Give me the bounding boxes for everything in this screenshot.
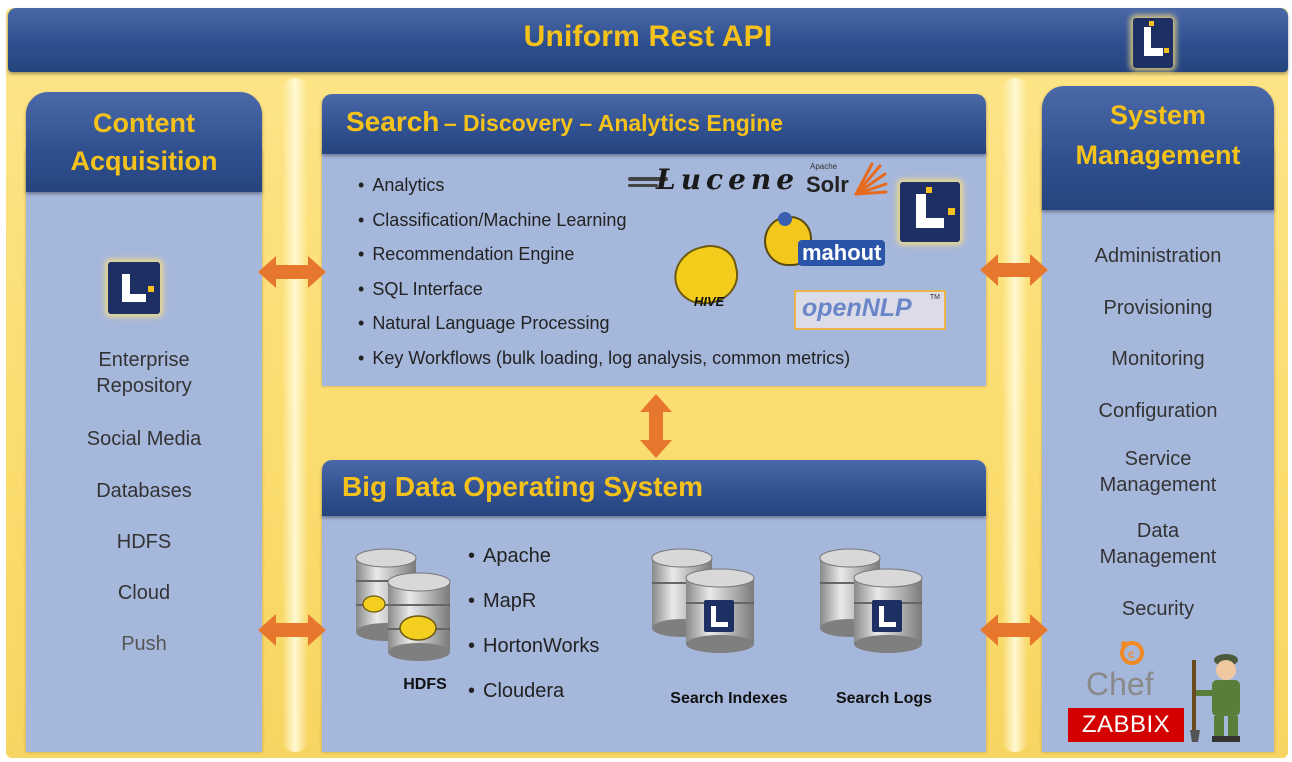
bidirectional-arrow-icon: [258, 256, 326, 288]
big-data-os-header: Big Data Operating System: [322, 460, 986, 516]
sysmgmt-item-service-management: Service Management: [1099, 448, 1217, 496]
system-management-title-line2: Management: [1075, 140, 1241, 170]
search-engine-title-rest: – Discovery – Analytics Engine: [443, 110, 784, 136]
lucene-logo-text: Lucene: [656, 163, 800, 196]
hive-logo: HIVE: [668, 239, 744, 314]
vertical-bidirectional-arrow-icon: [640, 394, 672, 458]
search-logs-caption: Search Logs: [835, 690, 933, 707]
system-management-title-line1: System: [1109, 100, 1207, 130]
system-management-panel: [1042, 150, 1274, 752]
sysmgmt-item-security: Security: [1121, 598, 1195, 620]
content-item-databases: Databases: [96, 480, 192, 502]
ops-character-icon: [1190, 654, 1240, 742]
header-title: Uniform Rest API: [523, 20, 773, 53]
bidirectional-arrow-icon: [980, 614, 1048, 646]
bidirectional-arrow-icon: [980, 254, 1048, 286]
content-item-enterprise-repository: Enterprise Repository: [96, 349, 192, 397]
search-engine-header: Search – Discovery – Analytics Engine: [322, 94, 986, 154]
hdfs-caption: HDFS: [403, 676, 447, 693]
sysmgmt-item-monitoring: Monitoring: [1111, 348, 1205, 370]
mahout-rider-icon: [778, 212, 792, 226]
solr-sun-icon: [854, 162, 888, 196]
content-acquisition-title-line2: Acquisition: [70, 146, 218, 176]
sysmgmt-item-data-management: Data Management: [1099, 520, 1217, 568]
search-logs-database-icon: [819, 548, 923, 653]
search-indexes-database-icon: [651, 548, 755, 653]
search-engine-title-main: Search: [346, 106, 440, 137]
lucene-logo: Lucene: [628, 163, 794, 196]
search-engine-feature-list: Analytics Classification/Machine Learnin…: [358, 168, 850, 375]
big-data-os-title: Big Data Operating System: [342, 471, 703, 502]
opennlp-logo-text: openNLP: [802, 294, 912, 322]
sysmgmt-item-configuration: Configuration: [1098, 400, 1218, 422]
content-item-social-media: Social Media: [86, 428, 202, 450]
solr-logo-text: Solr: [806, 172, 849, 197]
distribution-list: Apache MapR HortonWorks Cloudera: [468, 534, 599, 714]
list-item: Natural Language Processing: [358, 306, 850, 341]
zabbix-logo: ZABBIX: [1068, 708, 1184, 742]
solr-logo: Apache Solr: [806, 160, 888, 204]
hive-logo-text: HIVE: [694, 294, 725, 309]
opennlp-tm-text: TM: [929, 294, 940, 301]
content-acquisition-panel: [26, 150, 262, 752]
list-item: SQL Interface: [358, 272, 850, 307]
list-item: Cloudera: [468, 669, 599, 714]
list-item: MapR: [468, 579, 599, 624]
content-item-hdfs: HDFS: [116, 531, 172, 553]
chef-c-icon: c: [1120, 641, 1144, 665]
search-indexes-caption: Search Indexes: [670, 690, 788, 707]
bidirectional-arrow-icon: [258, 614, 326, 646]
content-item-cloud: Cloud: [117, 582, 171, 604]
chef-logo: c Chef: [1086, 638, 1176, 702]
hdfs-database-icon: [355, 548, 451, 661]
platform-logo-icon: [108, 262, 160, 314]
list-item: Classification/Machine Learning: [358, 203, 850, 238]
uniform-rest-api-bar: Uniform Rest API: [8, 8, 1288, 72]
platform-logo-icon: [1133, 18, 1173, 68]
list-item: Recommendation Engine: [358, 237, 850, 272]
zabbix-logo-text: ZABBIX: [1081, 711, 1171, 738]
content-acquisition-header: Content Acquisition: [26, 92, 262, 192]
sysmgmt-item-provisioning: Provisioning: [1103, 297, 1213, 319]
glow-divider-right: [1002, 78, 1028, 752]
sysmgmt-item-administration: Administration: [1094, 245, 1222, 267]
solr-logo-small-text: Apache: [810, 162, 838, 171]
list-item: HortonWorks: [468, 624, 599, 669]
glow-divider-left: [282, 78, 308, 752]
opennlp-logo: openNLP TM: [794, 290, 946, 330]
list-item: Analytics: [358, 168, 850, 203]
list-item: Key Workflows (bulk loading, log analysi…: [358, 341, 850, 376]
content-acquisition-title-line1: Content: [93, 108, 195, 138]
chef-logo-text: Chef: [1086, 666, 1154, 702]
svg-text:c: c: [1128, 647, 1135, 661]
mahout-logo: mahout: [760, 212, 888, 270]
content-item-push: Push: [121, 633, 167, 655]
mahout-logo-text: mahout: [798, 240, 886, 266]
system-management-header: System Management: [1042, 86, 1274, 210]
list-item: Apache: [468, 534, 599, 579]
platform-logo-icon: [900, 182, 960, 242]
